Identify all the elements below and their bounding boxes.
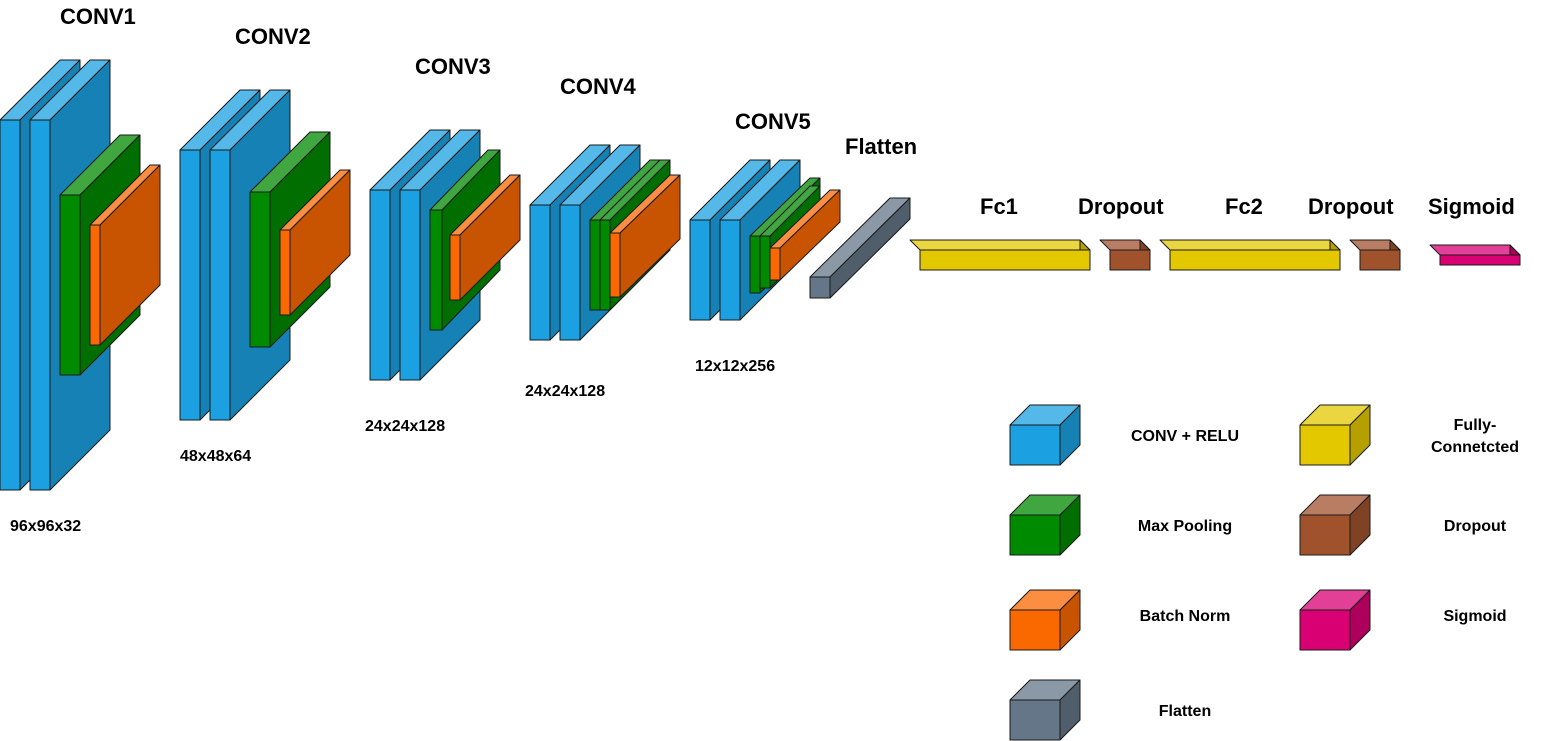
legend-conv-relu-icon-front-face <box>1009 424 1061 466</box>
conv3-size-label: 24x24x128 <box>365 418 445 435</box>
conv2-relu-block-a-front-face <box>179 149 201 421</box>
dropout1-block <box>1099 239 1151 271</box>
dropout1-title: Dropout <box>1078 194 1164 219</box>
conv4-maxpool-block-b-front-face <box>599 219 611 311</box>
sigmoid-title: Sigmoid <box>1428 194 1515 219</box>
conv3-maxpool-block-front-face <box>429 209 443 331</box>
sigmoid-block <box>1429 244 1521 266</box>
fc2-block <box>1159 239 1341 271</box>
conv5-batchnorm-block-front-face <box>769 247 781 281</box>
legend-sigmoid-icon-front-face <box>1299 609 1351 651</box>
conv3-batchnorm-block-front-face <box>449 234 461 301</box>
fc2-title: Fc2 <box>1225 194 1263 219</box>
conv5-size-label: 12x12x256 <box>695 358 775 375</box>
fc2-block-front-face <box>1169 249 1341 271</box>
dropout1-block-front-face <box>1109 249 1151 271</box>
legend-sigmoid-label: Sigmoid <box>1443 608 1506 625</box>
conv5-title: CONV5 <box>735 109 811 134</box>
legend-fully-connected-icon-front-face <box>1299 424 1351 466</box>
legend-dropout-icon <box>1299 494 1371 556</box>
conv1-batchnorm-block-front-face <box>89 224 101 346</box>
conv2-relu-block-b-front-face <box>209 149 231 421</box>
dropout2-title: Dropout <box>1308 194 1394 219</box>
flatten-block-front-face <box>809 276 831 299</box>
flatten-title: Flatten <box>845 134 917 159</box>
fc1-block-front-face <box>919 249 1091 271</box>
legend-fully-connected-label-line1: Fully- <box>1454 417 1497 434</box>
conv5-maxpool-block-front-face <box>749 235 761 294</box>
conv3-relu-block-a-front-face <box>369 189 391 381</box>
legend-max-pooling-icon-front-face <box>1009 514 1061 556</box>
legend-max-pooling-icon <box>1009 494 1081 556</box>
legend-conv-relu-label: CONV + RELU <box>1131 428 1239 445</box>
conv1-relu-block-a-front-face <box>0 119 21 491</box>
conv4-relu-block-b-front-face <box>559 204 581 341</box>
conv4-relu-block-a-front-face <box>529 204 551 341</box>
sigmoid-block-top-face <box>1429 244 1521 256</box>
legend-fully-connected-label-line2: Connetcted <box>1431 439 1519 456</box>
legend-batch-norm-icon <box>1009 589 1081 651</box>
conv2-title: CONV2 <box>235 24 311 49</box>
layer-blocks <box>0 59 1521 741</box>
conv1-relu-block-b-front-face <box>29 119 51 491</box>
conv1-title: CONV1 <box>60 4 136 29</box>
conv2-batchnorm-block-front-face <box>279 229 291 316</box>
conv2-size-label: 48x48x64 <box>180 448 251 465</box>
sigmoid-block-front-face <box>1439 254 1521 266</box>
fc1-block <box>909 239 1091 271</box>
dropout2-block <box>1349 239 1401 271</box>
legend-max-pooling-label: Max Pooling <box>1138 518 1232 535</box>
fc1-block-top-face <box>909 239 1091 251</box>
conv1-batchnorm-block <box>89 164 161 346</box>
conv3-title: CONV3 <box>415 54 491 79</box>
conv1-size-label: 96x96x32 <box>10 518 81 535</box>
conv4-title: CONV4 <box>560 74 637 99</box>
fc1-title: Fc1 <box>980 194 1018 219</box>
legend-flatten-label: Flatten <box>1159 703 1211 720</box>
conv5-relu-block-a-front-face <box>689 219 711 321</box>
legend-dropout-label: Dropout <box>1444 518 1507 535</box>
flatten-block <box>809 197 911 299</box>
conv4-size-label: 24x24x128 <box>525 383 605 400</box>
legend-sigmoid-icon <box>1299 589 1371 651</box>
conv2-batchnorm-block <box>279 169 351 316</box>
conv2-maxpool-block-front-face <box>249 191 271 348</box>
dropout2-block-front-face <box>1359 249 1401 271</box>
legend-batch-norm-icon-front-face <box>1009 609 1061 651</box>
conv4-batchnorm-block-front-face <box>609 232 621 298</box>
conv5-batchnorm-block <box>769 189 841 281</box>
conv4-maxpool-block-front-face <box>589 219 601 311</box>
conv1-maxpool-block-front-face <box>59 194 81 376</box>
legend-fully-connected-icon <box>1299 404 1371 466</box>
conv4-batchnorm-block <box>609 174 681 298</box>
legend-batch-norm-label: Batch Norm <box>1140 608 1231 625</box>
conv5-relu-block-b-front-face <box>719 219 741 321</box>
legend-dropout-icon-front-face <box>1299 514 1351 556</box>
legend-flatten-icon-front-face <box>1009 699 1061 741</box>
legend-flatten-icon <box>1009 679 1081 741</box>
conv5-maxpool-block-b-front-face <box>759 235 771 289</box>
conv3-relu-block-b-front-face <box>399 189 421 381</box>
fc2-block-top-face <box>1159 239 1341 251</box>
legend-conv-relu-icon <box>1009 404 1081 466</box>
conv3-batchnorm-block <box>449 174 521 301</box>
